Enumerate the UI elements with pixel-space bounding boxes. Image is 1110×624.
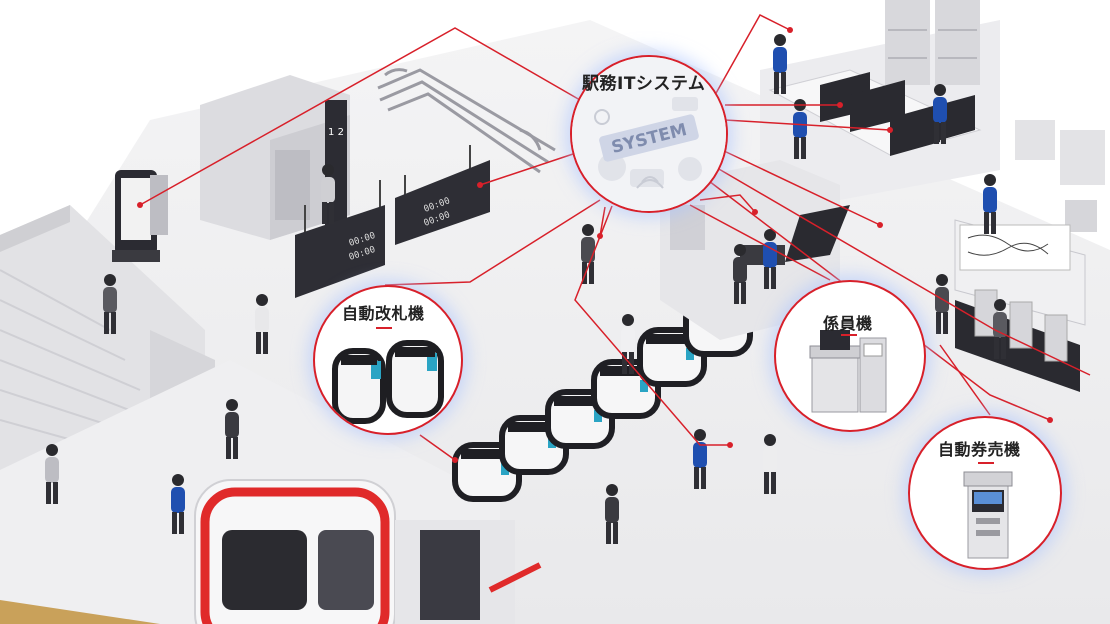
connection-endpoint-dot (887, 127, 893, 133)
staff-machine-label: 係員機 (823, 310, 873, 334)
staff-machine-callout (774, 280, 926, 432)
connection-endpoint-dot (597, 233, 603, 239)
staff-machine-underline (841, 334, 857, 336)
connection-endpoint-dot (452, 457, 458, 463)
system-label: 駅務ITシステム (582, 69, 705, 94)
staff-machine-illustration (776, 282, 924, 430)
ticket-vending-machine-label: 自動券売機 (938, 436, 1021, 460)
ticket-vending-machine-underline (978, 462, 994, 464)
floor-sign-text: 1 2 (328, 127, 344, 138)
connection-endpoint-dot (727, 442, 733, 448)
connection-endpoint-dot (137, 202, 143, 208)
connection-endpoint-dot (787, 27, 793, 33)
connection-endpoint-dot (837, 102, 843, 108)
connection-endpoint-dot (477, 182, 483, 188)
connection-endpoint-dot (877, 222, 883, 228)
connection-endpoint-dot (752, 209, 758, 215)
ticket-gate-underline (376, 327, 392, 329)
ticket-gate-label: 自動改札機 (342, 300, 425, 324)
